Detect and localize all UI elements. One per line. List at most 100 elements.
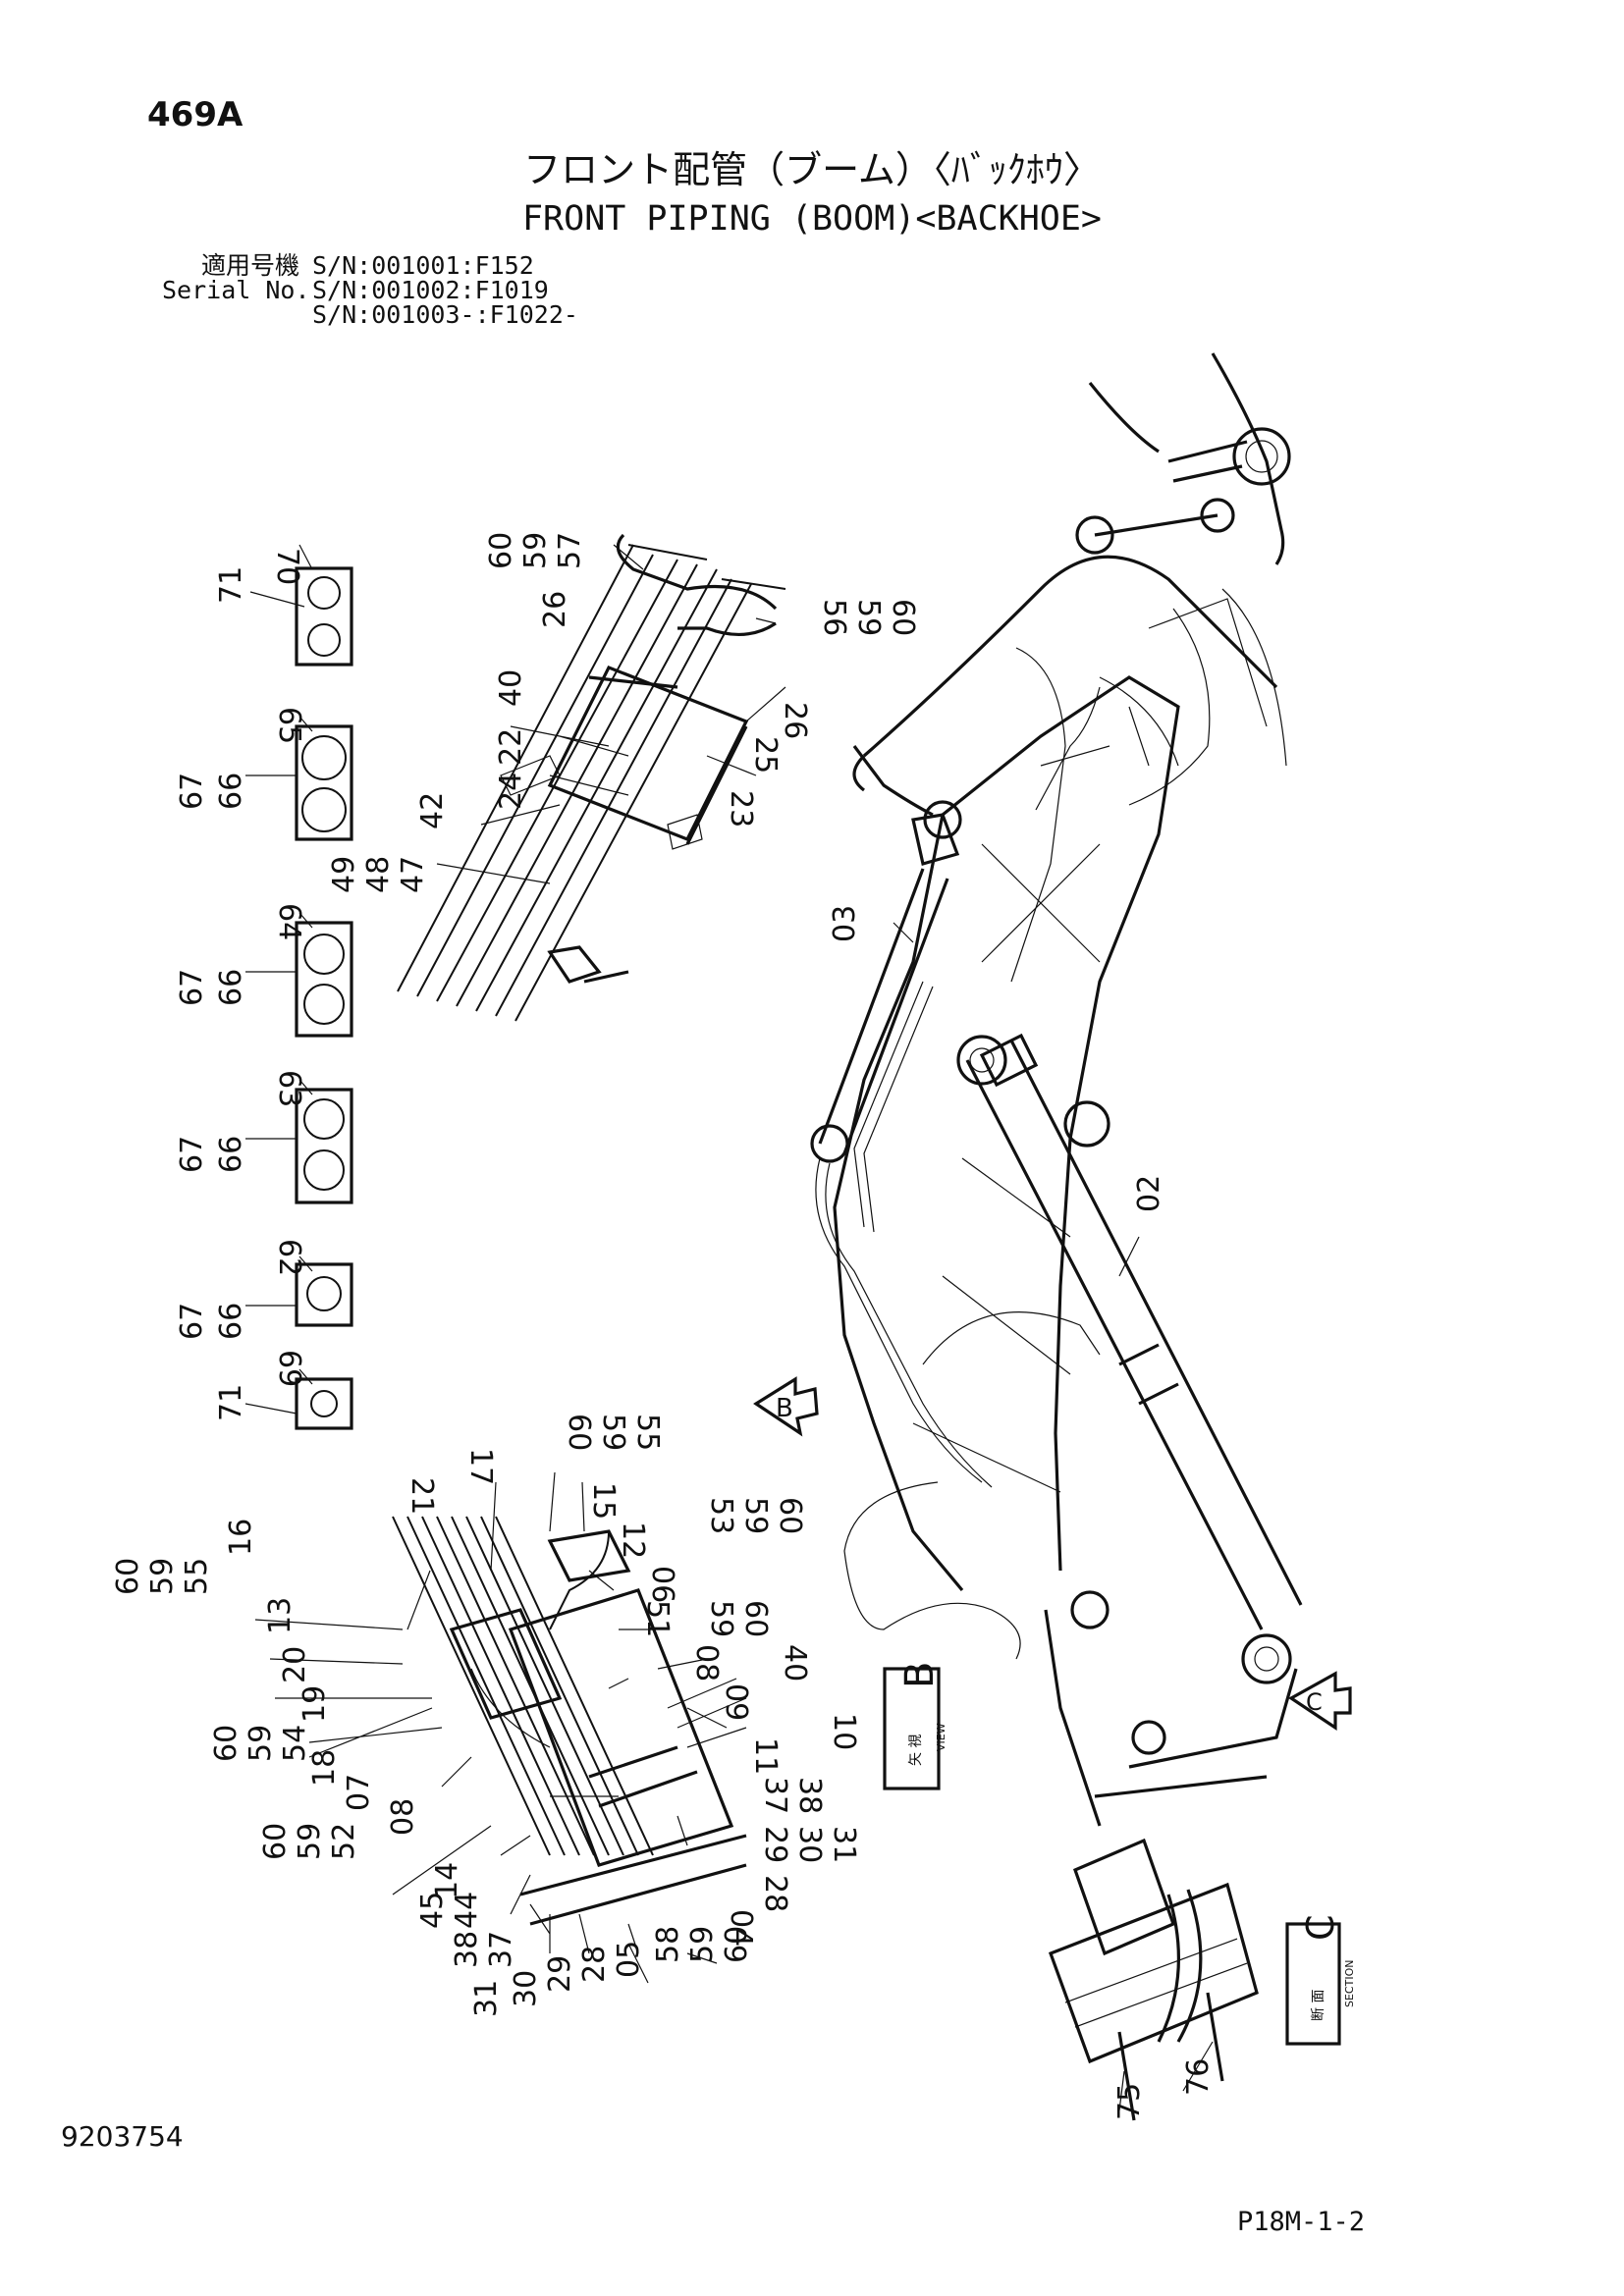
callout-label: 21 (405, 1477, 439, 1515)
callout-label: 55 (180, 1558, 214, 1595)
title-english: FRONT PIPING (BOOM)<BACKHOE> (521, 199, 1102, 239)
view-b-marker: B B 矢 視 VIEW (753, 1376, 947, 1790)
callout-label: 05 (612, 1941, 646, 1978)
callout-label: 53 (704, 1497, 738, 1534)
callout-label: 22 (494, 728, 528, 766)
callout-label: 09 (719, 1683, 753, 1721)
callout-label: 28 (577, 1946, 612, 1983)
callout-label: 57 (553, 532, 587, 569)
callout-label: 30 (792, 1826, 827, 1863)
upper-piping-detail (397, 533, 786, 1022)
section-c-drawing (1048, 1838, 1259, 2121)
callout-label: 60 (484, 532, 518, 569)
callout-label: 59 (145, 1558, 180, 1595)
callout-label: 55 (630, 1414, 665, 1451)
callout-label: 17 (463, 1448, 498, 1485)
callout-label: 31 (827, 1826, 861, 1863)
callout-label: 52 (327, 1823, 361, 1860)
callout-label: 02 (1132, 1175, 1166, 1212)
callout-label: 11 (748, 1737, 783, 1775)
callout-label: 71 (214, 1384, 248, 1421)
callout-label: 04 (724, 1909, 758, 1947)
callout-label: 26 (778, 702, 812, 739)
view-b-label-jp: 矢 視 (908, 1735, 924, 1766)
callout-label: 03 (828, 905, 862, 942)
callout-label: 60 (720, 1926, 754, 1963)
callout-labels: 70 71 65 67 66 64 67 66 63 67 66 62 67 6… (111, 532, 1216, 2120)
callout-label: 08 (386, 1798, 420, 1836)
callout-label: 49 (327, 856, 361, 893)
callout-label: 19 (298, 1685, 332, 1723)
callout-label: 76 (1181, 2058, 1216, 2096)
callout-label: 63 (272, 1070, 306, 1107)
callout-label: 69 (272, 1350, 306, 1387)
callout-label: 38 (450, 1931, 484, 1968)
callout-label: 59 (244, 1725, 278, 1762)
callout-label: 66 (214, 773, 248, 810)
callout-label: 59 (738, 1497, 773, 1534)
view-b-letter: B (897, 1662, 943, 1688)
callout-label: 48 (361, 856, 396, 893)
callout-label: 40 (778, 1644, 812, 1682)
callout-label: 29 (543, 1955, 577, 1993)
page-code: P18M-1-2 (1237, 2207, 1366, 2237)
boom-structure (833, 352, 1298, 1827)
callout-label: 18 (307, 1749, 342, 1787)
callout-label: 59 (596, 1414, 630, 1451)
arm-cylinder (810, 800, 962, 1163)
callout-label: 66 (214, 1303, 248, 1340)
callout-label: 62 (272, 1239, 306, 1276)
callout-label: 14 (430, 1862, 464, 1899)
boom-cylinder (965, 1033, 1303, 1630)
callout-label: 29 (758, 1826, 792, 1863)
callout-label: 38 (792, 1777, 827, 1814)
section-c-marker: C C 断 面 SECTION (1285, 1671, 1356, 2046)
callout-label: 37 (484, 1931, 518, 1968)
callout-label: 64 (272, 903, 306, 940)
callout-label: 58 (651, 1926, 685, 1963)
callout-label: 75 (1112, 2083, 1147, 2120)
callout-label: 13 (263, 1597, 298, 1634)
callout-label: 66 (214, 1136, 248, 1173)
callout-label: 28 (758, 1875, 792, 1912)
serial-label-jp: 適用号機 (200, 251, 299, 280)
callout-label: 23 (724, 790, 758, 828)
callout-label: 59 (685, 1926, 720, 1963)
callout-label: 24 (494, 773, 528, 810)
callout-label: 60 (258, 1823, 293, 1860)
view-b-arrow-letter: B (776, 1394, 793, 1423)
callout-label: 10 (827, 1713, 861, 1750)
callout-label: 54 (278, 1725, 312, 1762)
callout-label: 67 (175, 969, 209, 1006)
callout-label: 56 (817, 599, 851, 636)
callout-label: 60 (209, 1725, 244, 1762)
callout-label: 30 (509, 1970, 543, 2007)
callout-label: 59 (704, 1600, 738, 1637)
callout-label: 60 (562, 1414, 596, 1451)
section-c-arrow-letter: C (1306, 1688, 1323, 1716)
callout-label: 59 (851, 599, 886, 636)
callout-label: 26 (538, 591, 572, 628)
callout-label: 60 (111, 1558, 145, 1595)
callout-label: 15 (586, 1482, 621, 1520)
callout-label: 45 (415, 1892, 450, 1929)
callout-label: 07 (342, 1774, 376, 1811)
callout-label: 66 (214, 969, 248, 1006)
page-number: 469A (147, 95, 244, 134)
callout-label: 70 (270, 548, 304, 585)
lower-piping-detail (392, 1516, 747, 1984)
callout-label: 60 (773, 1497, 807, 1534)
clamp-column (295, 566, 353, 1430)
callout-label: 65 (272, 707, 306, 744)
callout-label: 40 (494, 669, 528, 707)
serial-entry: S/N:001001:F152 (312, 251, 534, 280)
drawing-code: 9203754 (61, 2120, 184, 2153)
callout-label: 12 (616, 1522, 650, 1559)
callout-label: 60 (738, 1600, 773, 1637)
callout-label: 20 (278, 1646, 312, 1683)
callout-label: 59 (293, 1823, 327, 1860)
callout-label: 51 (640, 1600, 675, 1637)
section-c-letter: C (1299, 1914, 1342, 1941)
